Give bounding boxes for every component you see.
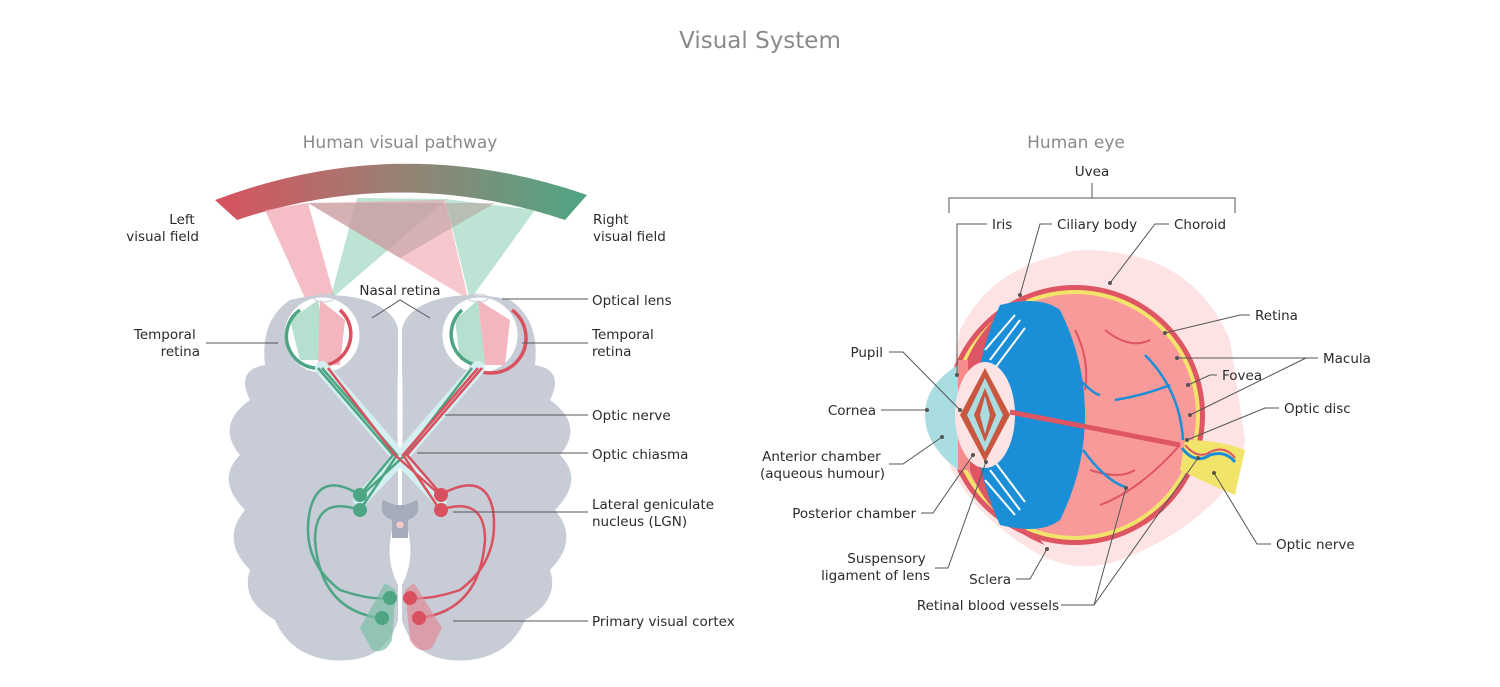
nasal-retina-label: Nasal retina	[359, 283, 440, 299]
iris-leader	[956, 223, 987, 375]
ciliary-body-label: Ciliary body	[1057, 217, 1137, 233]
optic-nerve-vessels	[1180, 447, 1237, 464]
midline-gap	[397, 330, 403, 460]
nasal-retina-leader	[371, 299, 431, 319]
macula-label: Macula	[1323, 351, 1371, 367]
lgn-label: Lateral geniculate nucleus (LGN)	[592, 497, 718, 530]
human-eye-panel: Human eye Uvea	[760, 133, 1371, 614]
optic-chiasma-label: Optic chiasma	[592, 447, 688, 463]
visual-pathway-panel: Human visual pathway	[126, 133, 735, 661]
macula-leader	[1177, 357, 1318, 416]
fovea-leader	[1187, 374, 1217, 386]
uvea-label: Uvea	[1075, 164, 1109, 180]
uvea-bracket	[948, 183, 1236, 213]
right-visual-field-label: Right visual field	[593, 212, 666, 245]
cornea-label: Cornea	[828, 403, 876, 419]
posterior-chamber-label: Posterior chamber	[792, 506, 916, 522]
sclera-front-cover	[960, 290, 1045, 545]
left-field-to-right-eye	[308, 200, 480, 350]
pupil-pointer	[958, 408, 962, 412]
choroid-leader	[1109, 223, 1169, 284]
iris-pointer	[955, 373, 959, 377]
anterior-chamber-leader	[889, 436, 943, 465]
optic-nerve-eye-leader	[1213, 472, 1271, 545]
macula-pointer-1	[1175, 356, 1179, 360]
optic-disc-leader	[1186, 407, 1279, 441]
retinal-vessels-blue	[1079, 354, 1185, 489]
left-visual-field-label: Left visual field	[126, 212, 199, 245]
ciliary-body-pointer	[1018, 293, 1022, 297]
retinal-vessel-pointer-1	[1124, 486, 1128, 490]
suspensory-ligament-pointer	[984, 460, 988, 464]
retina-pointer	[1163, 331, 1167, 335]
fovea-pointer	[1186, 383, 1190, 387]
ciliary-fibers	[984, 314, 1026, 516]
optic-nerve-eye-pointer	[1212, 471, 1216, 475]
primary-visual-cortex-label: Primary visual cortex	[592, 614, 735, 630]
retina-label: Retina	[1255, 308, 1298, 324]
overlap-cone	[308, 203, 495, 258]
right-eye-right-field-cone	[445, 199, 535, 300]
pathway-title: Human visual pathway	[303, 133, 498, 153]
optic-nerve-label: Optic nerve	[592, 408, 671, 424]
visual-field-arc	[215, 163, 587, 220]
posterior-chamber-leader	[921, 454, 974, 514]
cortex-nodes	[375, 591, 426, 625]
retinal-blood-vessels-label: Retinal blood vessels	[917, 598, 1059, 614]
choroid-pointer	[1108, 281, 1112, 285]
choroid-label: Choroid	[1174, 217, 1226, 233]
green-pathway-fibers	[306, 367, 473, 620]
anterior-chamber-label: Anterior chamber (aqueous humour)	[760, 449, 885, 482]
optic-nerve-artery	[1184, 444, 1236, 459]
brain-silhouette	[228, 295, 572, 661]
cornea	[925, 365, 958, 470]
optic-disc-label: Optic disc	[1284, 401, 1351, 417]
suspensory-ligament-leader	[935, 461, 987, 569]
brainstem-gap	[389, 530, 411, 585]
pupil-leader	[889, 351, 961, 411]
temporal-retina-right-label: Temporal retina	[591, 327, 658, 360]
ciliary-body-leader	[1019, 223, 1052, 296]
optical-lens-label: Optical lens	[592, 293, 672, 309]
central-retinal-artery	[1009, 409, 1181, 448]
optic-disc-pointer	[1185, 438, 1189, 442]
optic-nerve-eye-label: Optic nerve	[1276, 537, 1355, 553]
right-eyeball	[441, 293, 528, 375]
retinal-blood-vessels-leader	[1061, 457, 1199, 606]
midbrain-structure	[381, 500, 419, 538]
temporal-retina-left-label: Temporal retina	[133, 327, 200, 360]
red-pathway-fibers	[327, 367, 496, 620]
fovea-label: Fovea	[1222, 368, 1262, 384]
cornea-pointer	[925, 408, 929, 412]
sclera-label: Sclera	[969, 572, 1011, 588]
pupil-label: Pupil	[850, 345, 883, 361]
page-title: Visual System	[679, 28, 841, 54]
iris-label: Iris	[992, 217, 1012, 233]
retina-leader	[1164, 314, 1250, 334]
sclera-leader	[1016, 548, 1048, 580]
lgn-nodes	[353, 488, 448, 517]
macula-pointer-2	[1188, 413, 1192, 417]
sclera-pointer	[1045, 547, 1049, 551]
eye-title: Human eye	[1027, 133, 1125, 153]
retinal-vessel-pointer-2	[1196, 456, 1200, 460]
suspensory-ligament-label: Suspensory ligament of lens	[821, 551, 930, 584]
posterior-chamber-pointer	[971, 453, 975, 457]
lens	[955, 362, 1015, 468]
anterior-chamber-pointer	[940, 435, 944, 439]
